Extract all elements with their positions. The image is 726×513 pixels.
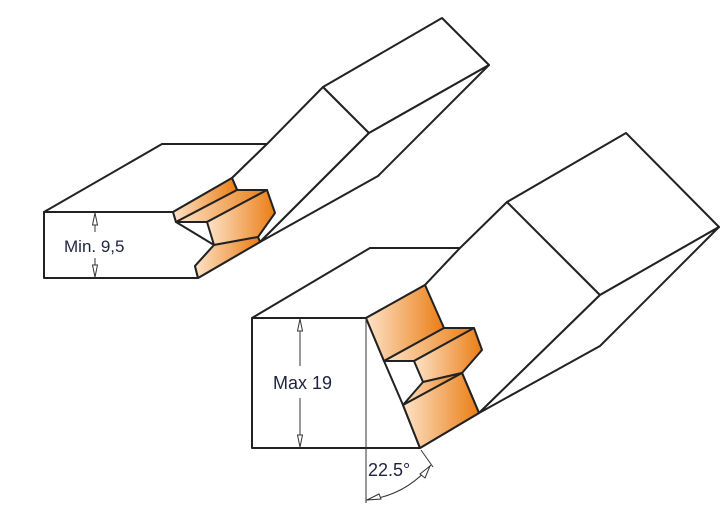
angle-dimension: 22.5° <box>365 318 434 503</box>
cutter-lower-block <box>194 236 261 279</box>
arrow-right-icon <box>419 465 431 479</box>
max-dimension-label: Max 19 <box>273 373 332 393</box>
cutter-lower-block <box>402 372 480 449</box>
cutter-bottom <box>365 284 483 449</box>
min-dimension-label: Min. 9,5 <box>64 237 124 256</box>
arrow-down-icon <box>296 434 304 448</box>
workpiece-bottom <box>251 247 461 449</box>
cutter-top <box>172 177 276 279</box>
dimension-max: Max 19 <box>273 318 332 448</box>
arrow-up-icon <box>91 212 99 226</box>
arrow-left-icon <box>366 493 382 501</box>
arrow-down-icon <box>91 264 99 278</box>
cutter-flange-front <box>413 327 483 383</box>
cutter-flange-front <box>206 189 276 246</box>
arrow-up-icon <box>296 318 304 332</box>
shank-underside <box>478 226 720 414</box>
shank-underside <box>259 64 490 243</box>
angle-label: 22.5° <box>368 460 410 480</box>
dimension-min: Min. 9,5 <box>64 212 124 278</box>
workpiece-top <box>43 143 268 279</box>
